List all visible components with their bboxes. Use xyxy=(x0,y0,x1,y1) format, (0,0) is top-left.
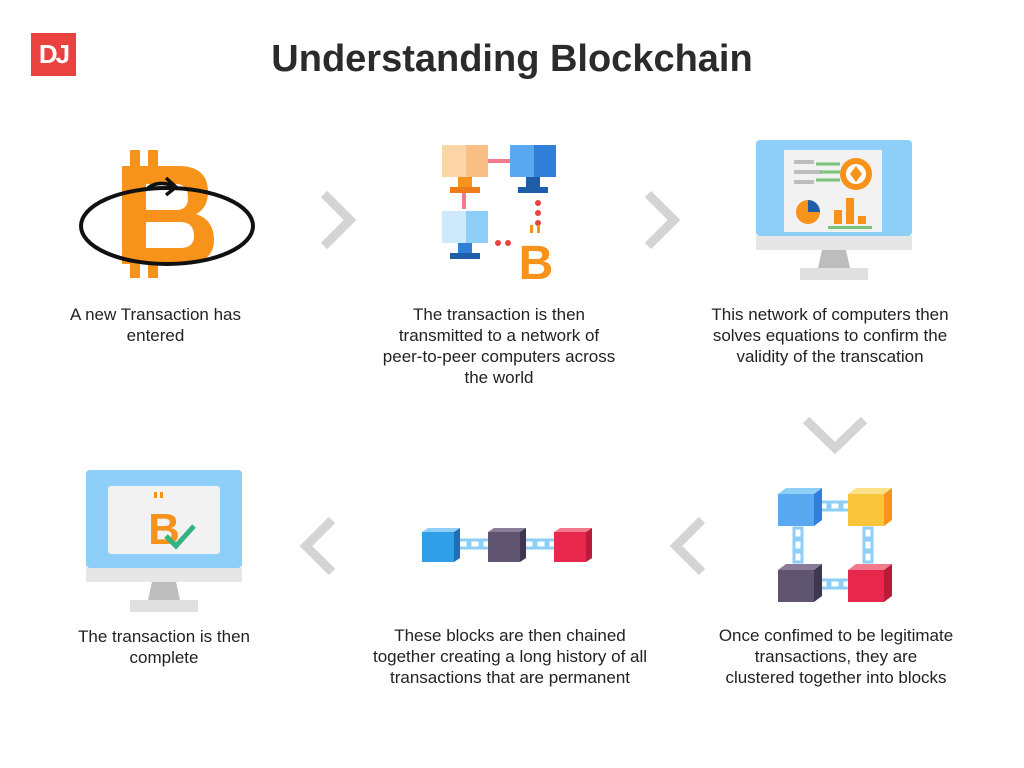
step-6-caption: The transaction is then complete xyxy=(78,627,250,667)
arrow-right-icon xyxy=(320,190,357,250)
arrow-down-icon xyxy=(802,416,868,455)
step-5-caption: These blocks are then chained together c… xyxy=(372,626,648,687)
arrow-left-icon xyxy=(299,516,336,576)
page-title: Understanding Blockchain xyxy=(271,38,753,80)
monitor-bitcoin-check-icon: B xyxy=(86,470,242,612)
dj-logo: DJ xyxy=(31,33,76,76)
svg-text:B: B xyxy=(519,237,554,283)
step-1-caption: A new Transaction has entered xyxy=(69,305,242,345)
chained-blocks-icon xyxy=(422,528,592,562)
arrow-left-icon xyxy=(669,516,706,576)
step-4-caption: Once confimed to be legitimate transacti… xyxy=(718,626,954,687)
step-2-caption: The transaction is then transmitted to a… xyxy=(382,305,616,387)
step-3-caption: This network of computers then solves eq… xyxy=(711,305,949,366)
monitor-charts-icon xyxy=(756,140,912,280)
network-computers-icon: B xyxy=(442,145,556,283)
bitcoin-orbit-icon xyxy=(79,150,255,278)
clustered-blocks-icon xyxy=(778,488,892,602)
arrow-right-icon xyxy=(644,190,681,250)
